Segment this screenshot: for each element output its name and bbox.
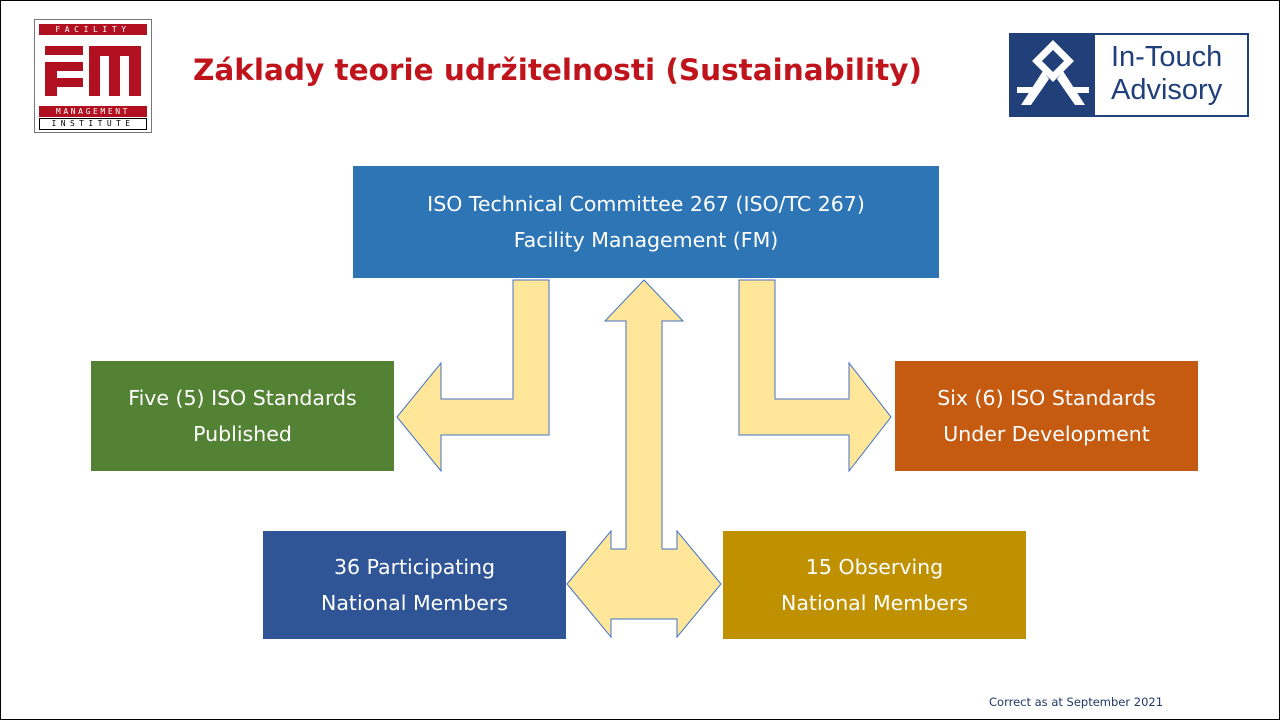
- development-line2: Under Development: [943, 422, 1150, 446]
- observing-members-box: 15 Observing National Members: [723, 531, 1026, 639]
- intouch-advisory-logo: In-Touch Advisory: [1009, 33, 1249, 117]
- development-line1: Six (6) ISO Standards: [937, 386, 1156, 410]
- participating-line1: 36 Participating: [333, 555, 496, 579]
- footnote-date: Correct as at September 2021: [989, 695, 1164, 709]
- development-standards-box: Six (6) ISO Standards Under Development: [895, 361, 1198, 471]
- intouch-logo-text: In-Touch Advisory: [1111, 41, 1222, 107]
- participating-members-box: 36 Participating National Members: [263, 531, 566, 639]
- fm-logo-middle-text: MANAGEMENT: [39, 106, 147, 117]
- participating-line2: National Members: [321, 591, 508, 615]
- published-line1: Five (5) ISO Standards: [128, 386, 357, 410]
- fm-logo-mark: [45, 46, 141, 96]
- observing-line1: 15 Observing: [805, 555, 944, 579]
- arrow-to-published: [396, 279, 550, 473]
- arrow-to-development: [738, 279, 892, 473]
- published-line2: Published: [193, 422, 292, 446]
- iso-tc267-line2: Facility Management (FM): [513, 228, 779, 252]
- iso-tc267-box: ISO Technical Committee 267 (ISO/TC 267)…: [353, 166, 939, 278]
- page-title: Základy teorie udržitelnosti (Sustainabi…: [193, 53, 922, 87]
- iso-tc267-line1: ISO Technical Committee 267 (ISO/TC 267): [427, 192, 865, 216]
- fm-logo-top-text: FACILITY: [39, 24, 147, 35]
- fm-logo-bottom-text: INSTITUTE: [39, 118, 147, 130]
- intouch-logo-icon: [1011, 35, 1095, 115]
- arrow-members: [566, 279, 722, 639]
- intouch-logo-line2: Advisory: [1111, 74, 1223, 106]
- published-standards-box: Five (5) ISO Standards Published: [91, 361, 394, 471]
- intouch-logo-line1: In-Touch: [1111, 41, 1223, 73]
- observing-line2: National Members: [781, 591, 968, 615]
- fm-institute-logo: FACILITY MANAGEMENT INSTITUTE: [34, 19, 152, 133]
